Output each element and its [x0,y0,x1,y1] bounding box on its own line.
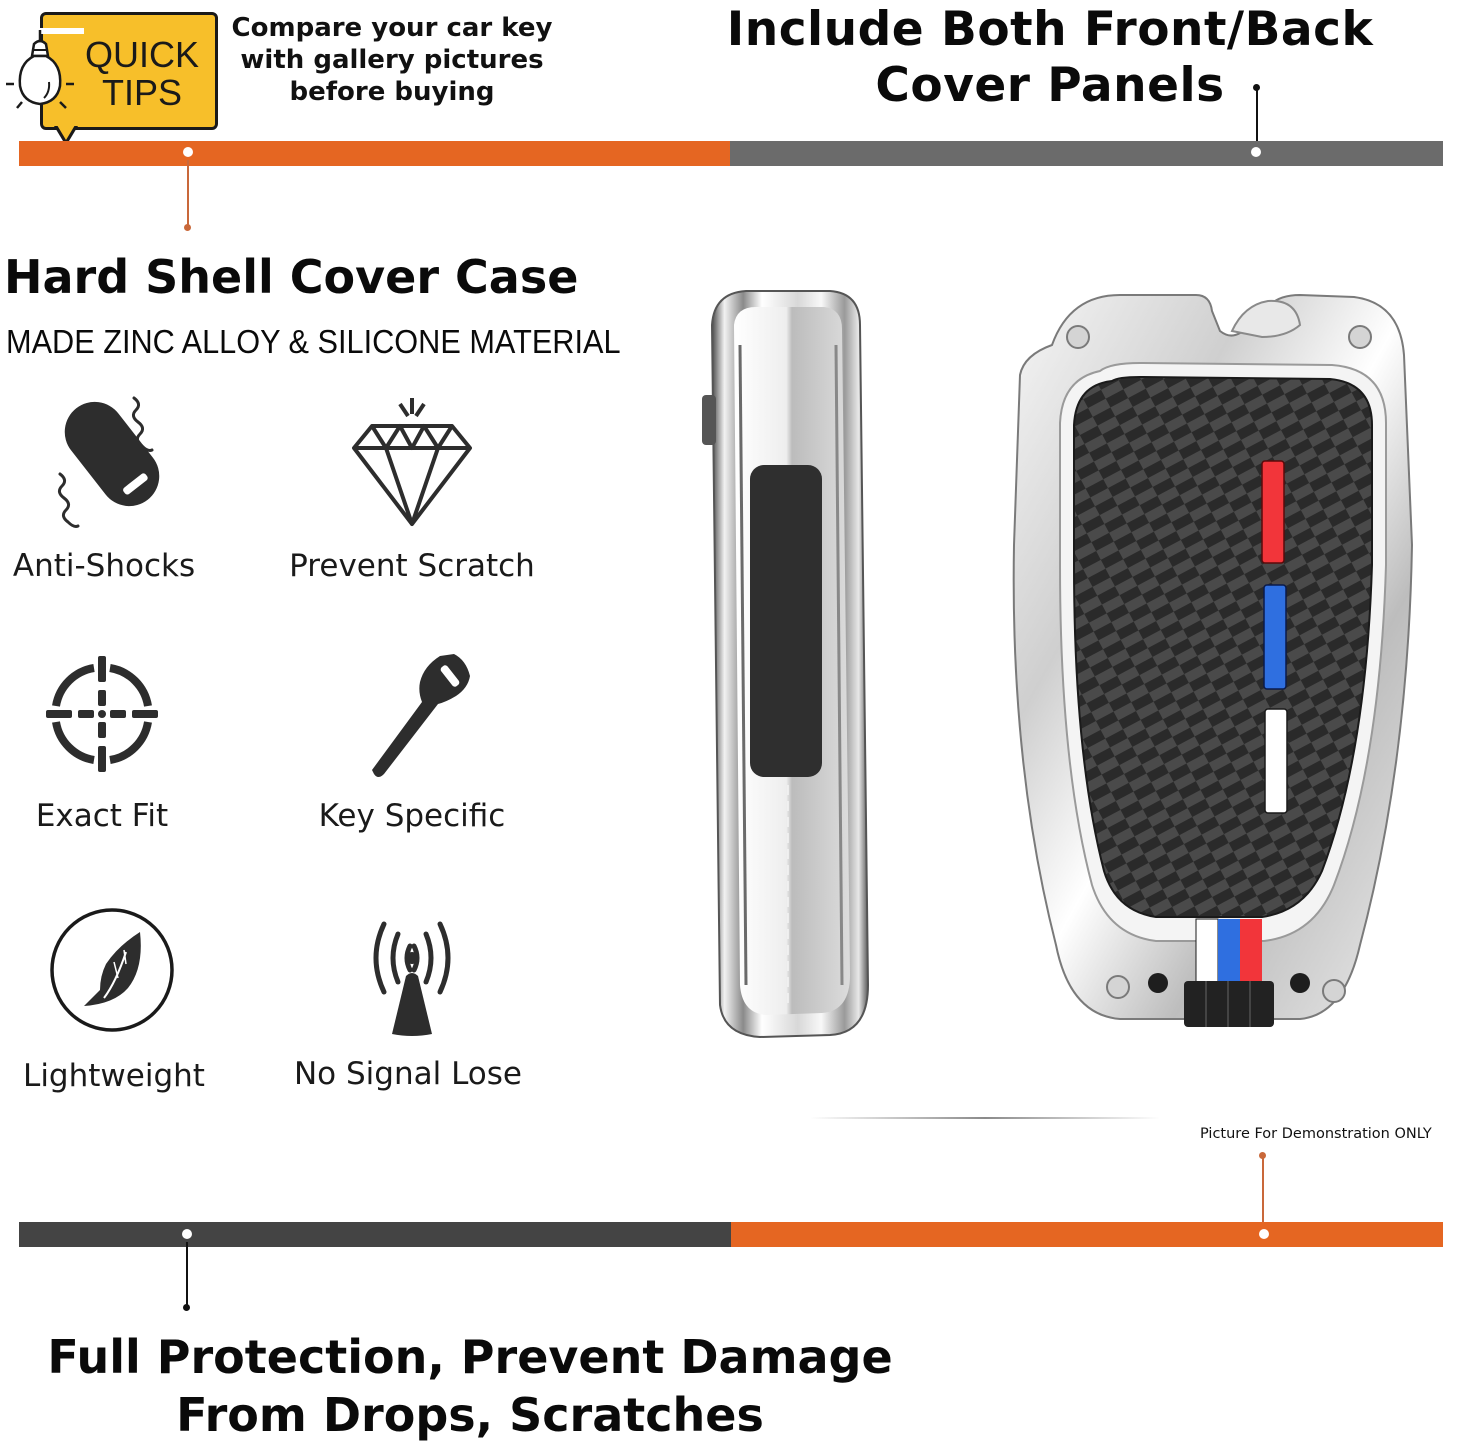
timeline-node [1259,1229,1269,1239]
timeline-bar-gray [19,1222,731,1247]
timeline-bar-orange [19,141,730,166]
quick-tips-tail-fill [57,125,75,140]
feature-lightweight: Lightweight [0,902,244,1096]
feature-label: No Signal Lose [293,1056,522,1092]
feature-prevent-scratch: Prevent Scratch [282,392,542,586]
section-title: Hard Shell Cover Case [4,250,579,304]
callout-line [1262,1156,1264,1226]
key-icon [372,654,470,777]
divider [810,1117,1160,1119]
callout-dot [1253,84,1260,91]
timeline-bar-orange [731,1222,1443,1247]
feature-no-signal-lose: No Signal Lose [278,902,538,1094]
footer-title-line1: Full Protection, Prevent Damage [47,1330,893,1384]
feature-label: Key Specific [318,798,506,834]
lightbulb-icon [6,28,84,109]
callout-dot [184,224,191,231]
feather-icon [50,908,174,1032]
quick-tips-line1: QUICK [84,34,199,75]
callout-line [1256,88,1258,146]
footer-title: Full Protection, Prevent Damage From Dro… [0,1328,940,1444]
stripe-blue [1263,584,1287,690]
key-fob-shock-icon [57,396,160,528]
demo-note: Picture For Demonstration ONLY [1200,1126,1432,1142]
quick-tips-label: QUICK TIPS [72,36,212,112]
callout-line [187,160,189,226]
header-title-line1: Include Both Front/Back [726,2,1374,57]
feature-label: Prevent Scratch [289,548,535,584]
crosshair-icon [46,656,158,772]
quick-tips-message: Compare your car key with gallery pictur… [222,12,562,108]
timeline-node [183,147,193,157]
section-subtitle: MADE ZINC ALLOY & SILICONE MATERIAL [6,323,621,360]
timeline-node [1251,147,1261,157]
tips-message-line1: Compare your car key [231,13,553,43]
quick-tips-line2: TIPS [101,72,182,113]
feature-anti-shocks: Anti-Shocks [0,392,234,586]
diamond-icon [352,398,472,526]
tips-message-line2: with gallery pictures [240,45,544,75]
stripe-red [1261,460,1285,564]
tips-message-line3: before buying [289,77,495,107]
key-case-side-view [702,290,870,1039]
feature-key-specific: Key Specific [282,644,542,836]
feature-label: Anti-Shocks [12,548,196,584]
feature-label: Exact Fit [35,798,169,834]
header-title-line2: Cover Panels [875,58,1225,113]
callout-line [186,1242,188,1306]
feature-exact-fit: Exact Fit [0,644,232,836]
timeline-bar-gray [730,141,1443,166]
stripe-white [1264,708,1288,814]
key-case-front-view [1012,293,1414,1027]
callout-dot [183,1304,190,1311]
header-title: Include Both Front/Back Cover Panels [690,2,1410,114]
callout-dot [1259,1152,1266,1159]
signal-tower-icon [373,921,451,1036]
timeline-node [182,1229,192,1239]
feature-label: Lightweight [23,1058,205,1094]
footer-title-line2: From Drops, Scratches [176,1388,764,1442]
